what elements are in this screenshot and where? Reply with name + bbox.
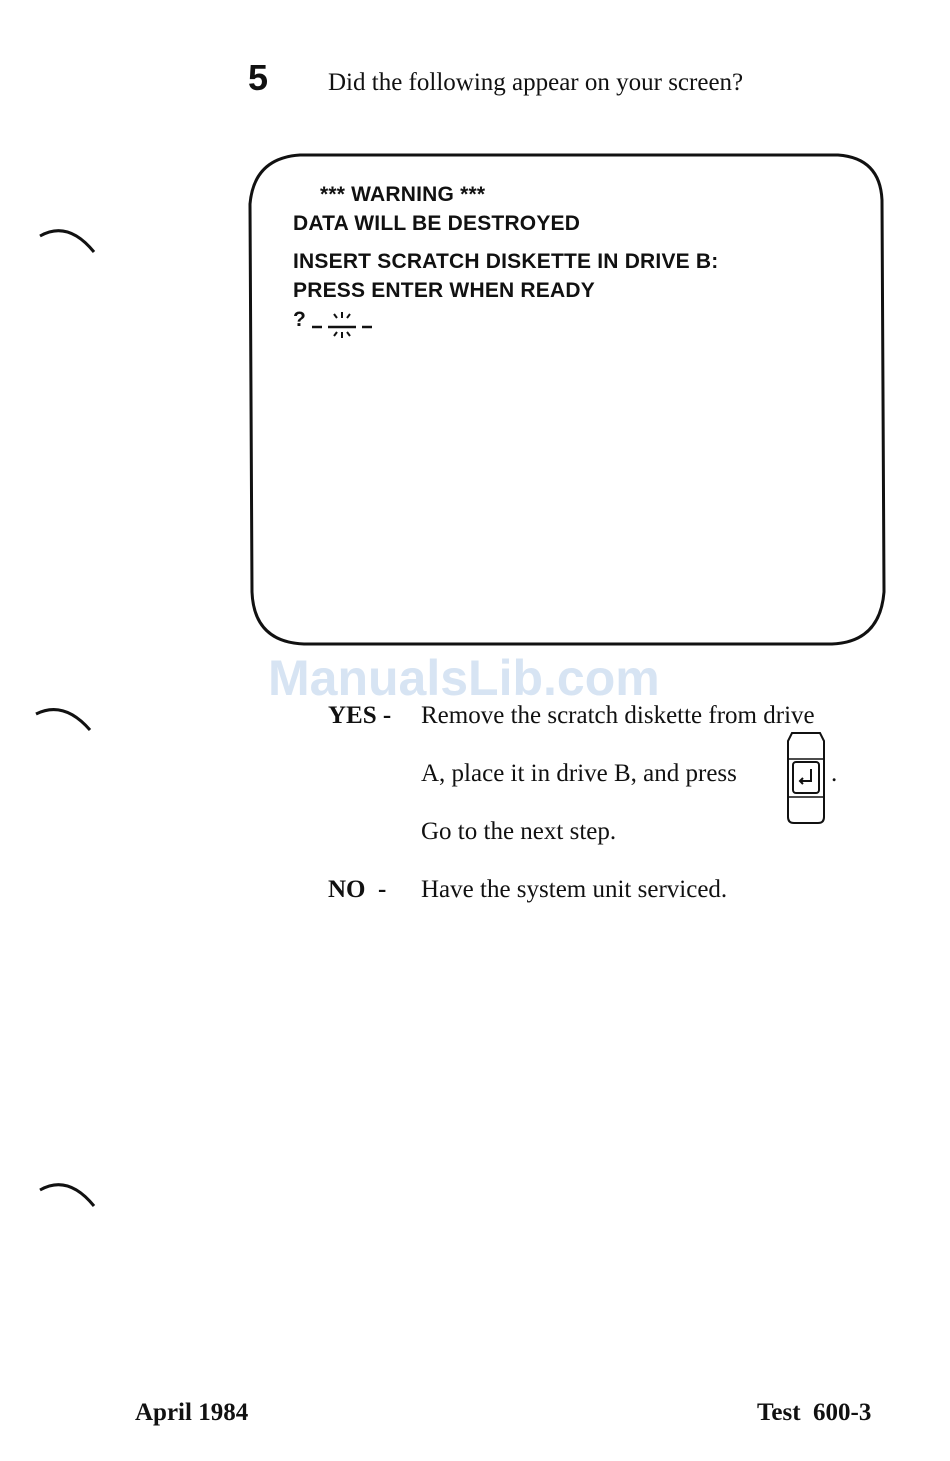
enter-key-icon [787, 732, 825, 824]
screen-warning-line: *** WARNING *** [320, 183, 486, 206]
watermark: ManualsLib.com [268, 650, 660, 706]
yes-instruction-period: . [831, 760, 838, 787]
yes-instruction-line2: A, place it in drive B, and press [421, 760, 737, 787]
binder-hole-mark-middle [35, 708, 92, 731]
yes-instruction-line1: Remove the scratch diskette from drive [421, 702, 815, 729]
no-label: NO - [328, 876, 387, 903]
screen-press-enter-line: PRESS ENTER WHEN READY [293, 279, 595, 302]
yes-instruction-line3: Go to the next step. [421, 818, 617, 845]
screen-data-destroyed-line: DATA WILL BE DESTROYED [293, 212, 581, 235]
yes-label: YES - [328, 702, 392, 729]
step-number: 5 [248, 57, 269, 98]
footer-date: April 1984 [135, 1399, 249, 1426]
screen-insert-diskette-line: INSERT SCRATCH DISKETTE IN DRIVE B: [293, 250, 719, 273]
no-instruction: Have the system unit serviced. [421, 876, 728, 903]
screen-prompt-line: ? [293, 308, 306, 332]
screen-frame [248, 153, 886, 646]
screen-prompt: ? [293, 308, 307, 331]
binder-hole-mark-top [39, 229, 96, 253]
blinking-cursor-icon [312, 312, 372, 338]
step-question: Did the following appear on your screen? [328, 69, 744, 96]
footer-page-number: Test 600-3 [757, 1399, 872, 1426]
binder-hole-mark-bottom [39, 1183, 96, 1207]
